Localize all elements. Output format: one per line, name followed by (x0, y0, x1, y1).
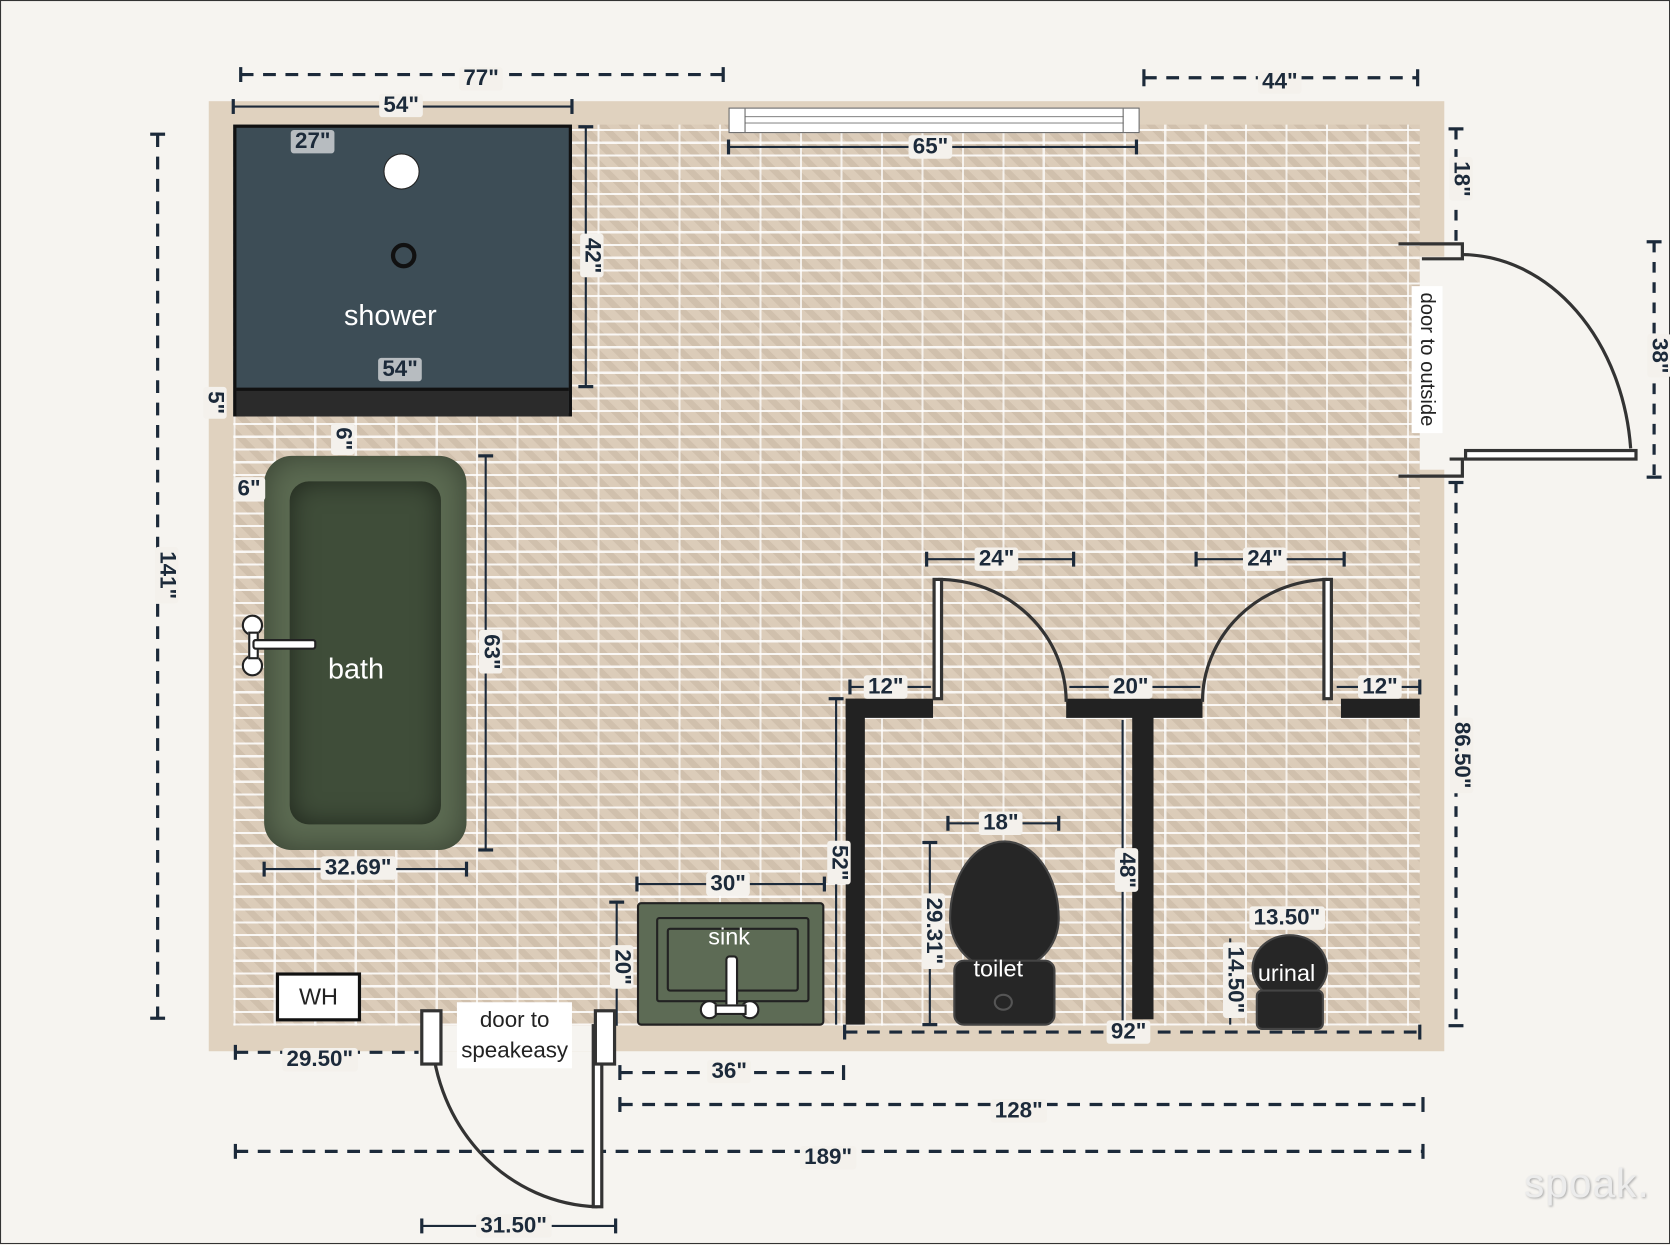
dim-bath-left-offset: 6" (233, 477, 265, 501)
dim-stall-partition-mid: 48" (1114, 848, 1139, 893)
bath-faucet-icon (241, 614, 317, 677)
shower-head-icon (383, 153, 420, 190)
sink-label: sink (708, 923, 750, 951)
shower-bench (236, 387, 569, 417)
dim-left-total: 141" (154, 546, 179, 604)
dim-shower-width: 54" (379, 93, 424, 118)
stall-front-right (1340, 698, 1420, 718)
dim-bath-width: 32.69" (320, 856, 396, 880)
shower-drain-icon (390, 242, 417, 269)
dim-stall-left-door: 24" (974, 547, 1019, 571)
shower-drain-offset-dim: 27" (290, 129, 335, 154)
stall-partition-mid (1132, 698, 1154, 1020)
dim-outside-offset-bottom: 86.50" (1449, 717, 1474, 793)
dim-bottom-189: 189" (799, 1146, 857, 1170)
dim-stall-wall-right: 12" (1358, 675, 1403, 699)
bathtub[interactable] (264, 455, 467, 850)
dim-bottom-128: 128" (990, 1099, 1047, 1123)
water-heater-label: WH (298, 983, 338, 1010)
dim-stall-partition-left: 52" (827, 840, 852, 885)
window (728, 107, 1140, 134)
dim-speakeasy-door-width: 31.50" (476, 1214, 552, 1238)
urinal[interactable] (1247, 934, 1332, 1030)
toilet-label: toilet (973, 955, 1024, 983)
outside-door-label: door to outside (1411, 286, 1443, 433)
shower-bench-dim: 54" (378, 357, 423, 382)
toilet[interactable] (945, 840, 1062, 1027)
bath-label: bath (328, 652, 385, 685)
dim-top-right: 44" (1257, 70, 1302, 94)
dim-top-left: 77" (459, 67, 504, 91)
door-swings (420, 242, 1638, 1209)
dim-window: 65" (908, 135, 953, 159)
dim-shower-depth: 42" (580, 233, 605, 278)
dim-toilet-width: 18" (978, 811, 1023, 836)
dim-stall-right-door: 24" (1242, 547, 1287, 571)
dim-urinal-depth: 14.50" (1223, 942, 1248, 1018)
dim-sink-depth: 20" (609, 945, 634, 990)
dim-sink-clearance: 36" (707, 1059, 752, 1084)
shower[interactable] (233, 124, 572, 417)
dim-left-wall: 5" (203, 386, 228, 419)
spoak-logo: spoak. (1524, 1162, 1650, 1207)
dim-toilet-depth: 29.31" (921, 893, 946, 969)
dim-water-heater-offset: 29.50" (282, 1048, 358, 1072)
urinal-label: urinal (1257, 959, 1316, 987)
sink-faucet-icon (699, 955, 760, 1020)
dim-stall-run: 92" (1106, 1020, 1151, 1044)
dim-stall-wall-left: 12" (863, 675, 908, 699)
stall-front-left (845, 698, 934, 718)
dim-stall-between: 20" (1108, 675, 1153, 699)
dim-bath-length: 63" (478, 629, 503, 674)
dim-outside-door-width: 38" (1647, 333, 1670, 378)
dim-urinal-width: 13.50" (1249, 906, 1325, 930)
dim-bath-top-offset: 6" (331, 423, 356, 455)
speakeasy-door-label: door to speakeasy (456, 1002, 573, 1069)
water-heater[interactable]: WH (275, 972, 362, 1022)
stall-partition-left (845, 698, 865, 1025)
shower-label: shower (344, 299, 437, 332)
dim-outside-offset-top: 18" (1449, 156, 1474, 201)
dim-sink-width: 30" (706, 872, 751, 896)
